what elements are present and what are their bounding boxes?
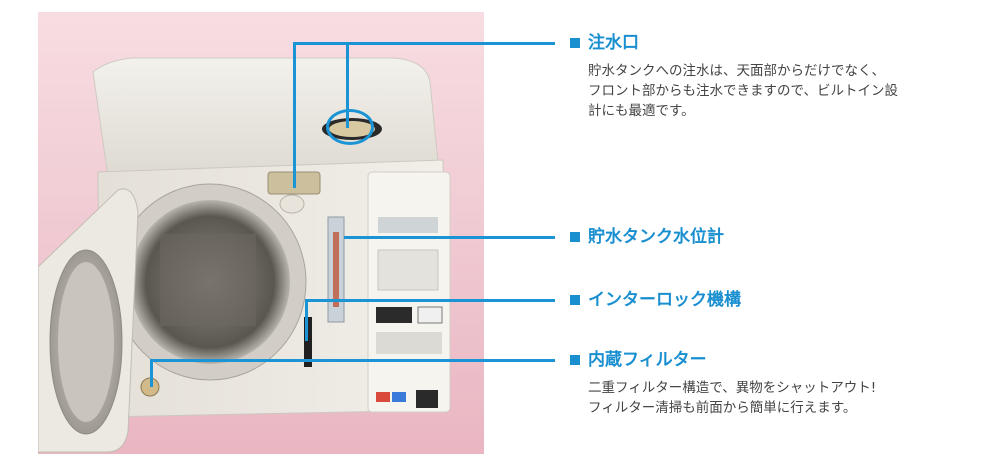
- feature-description: 貯水タンクへの注水は、天面部からだけでなく、 フロント部からも注水できますので、…: [588, 61, 968, 121]
- bullet-square-icon: [570, 295, 580, 305]
- feature-title: 内蔵フィルター: [588, 350, 707, 370]
- feature-water-gauge: 貯水タンク水位計: [570, 227, 724, 247]
- control-panel: [367, 171, 451, 413]
- description-line: フィルター清掃も前面から簡単に行えます。: [588, 400, 857, 416]
- description-line: 二重フィルター構造で、異物をシャットアウト!: [588, 380, 877, 396]
- leader-interlock-vertical: [305, 299, 308, 341]
- feature-title: 注水口: [588, 33, 639, 53]
- bullet-square-icon: [570, 38, 580, 48]
- feature-title: 貯水タンク水位計: [588, 227, 724, 247]
- bullet-square-icon: [570, 232, 580, 242]
- leader-fill-port-vertical: [293, 42, 296, 188]
- description-line: フロント部からも注水できますので、ビルトイン設: [588, 83, 898, 99]
- leader-filter-vertical: [150, 359, 153, 387]
- leader-gauge: [344, 236, 555, 239]
- feature-interlock: インターロック機構: [570, 290, 741, 310]
- leader-interlock-horizontal: [305, 299, 555, 302]
- cabinet-top: [92, 57, 439, 178]
- leader-filter-horizontal: [150, 359, 555, 362]
- bullet-square-icon: [570, 355, 580, 365]
- description-line: 貯水タンクへの注水は、天面部からだけでなく、: [588, 63, 885, 79]
- feature-description: 二重フィルター構造で、異物をシャットアウト! フィルター清掃も前面から簡単に行え…: [588, 378, 968, 418]
- leader-top-port-circle: [326, 109, 374, 145]
- leader-top-port-vertical: [346, 42, 349, 128]
- leader-fill-port-horizontal: [293, 42, 555, 45]
- feature-filter: 内蔵フィルター 二重フィルター構造で、異物をシャットアウト! フィルター清掃も前…: [570, 350, 968, 418]
- interlock-pin: [304, 317, 312, 367]
- feature-title: インターロック機構: [588, 290, 741, 310]
- feature-fill-port: 注水口 貯水タンクへの注水は、天面部からだけでなく、 フロント部からも注水できま…: [570, 33, 968, 121]
- product-photo: [38, 12, 484, 454]
- description-line: 計にも最適です。: [588, 103, 695, 119]
